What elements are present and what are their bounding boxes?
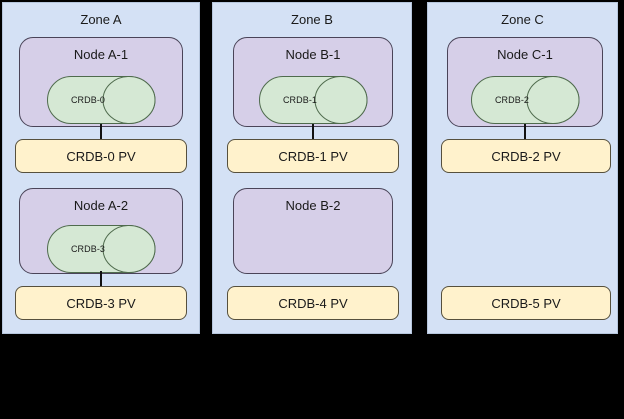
database-pod-label: CRDB-1: [282, 95, 318, 105]
persistent-volume-label: CRDB-5 PV: [491, 295, 561, 311]
persistent-volume-label: CRDB-3 PV: [66, 295, 136, 311]
persistent-volume-pv-crdb-4[interactable]: CRDB-4 PV: [227, 286, 399, 320]
node-title: Node A-2: [73, 198, 129, 213]
persistent-volume-pv-crdb-3[interactable]: CRDB-3 PV: [15, 286, 187, 320]
persistent-volume-label: CRDB-4 PV: [278, 295, 348, 311]
connector-line: [312, 124, 314, 140]
database-pod-crdb-3[interactable]: CRDB-3: [47, 225, 156, 273]
database-pod-label: CRDB-0: [70, 95, 106, 105]
database-pod-crdb-1[interactable]: CRDB-1: [259, 76, 368, 124]
node-box-node-b-2[interactable]: Node B-2: [233, 188, 393, 274]
node-title: Node B-1: [285, 47, 341, 62]
connector-line: [100, 271, 102, 287]
persistent-volume-pv-crdb-2[interactable]: CRDB-2 PV: [441, 139, 611, 173]
persistent-volume-pv-crdb-5[interactable]: CRDB-5 PV: [441, 286, 611, 320]
database-pod-crdb-2[interactable]: CRDB-2: [471, 76, 580, 124]
node-title: Node A-1: [73, 47, 129, 62]
persistent-volume-label: CRDB-0 PV: [66, 148, 136, 164]
node-title: Node B-2: [285, 198, 341, 213]
database-pod-label: CRDB-3: [70, 244, 106, 254]
zone-title: Zone B: [291, 12, 333, 27]
database-pod-crdb-0[interactable]: CRDB-0: [47, 76, 156, 124]
zone-title: Zone C: [501, 12, 544, 27]
persistent-volume-label: CRDB-2 PV: [491, 148, 561, 164]
zone-title: Zone A: [80, 12, 122, 27]
node-box-node-a-2[interactable]: Node A-2: [19, 188, 183, 274]
connector-line: [524, 124, 526, 140]
database-pod-label: CRDB-2: [494, 95, 530, 105]
persistent-volume-pv-crdb-1[interactable]: CRDB-1 PV: [227, 139, 399, 173]
node-title: Node C-1: [497, 47, 553, 62]
persistent-volume-label: CRDB-1 PV: [278, 148, 348, 164]
connector-line: [100, 124, 102, 140]
persistent-volume-pv-crdb-0[interactable]: CRDB-0 PV: [15, 139, 187, 173]
